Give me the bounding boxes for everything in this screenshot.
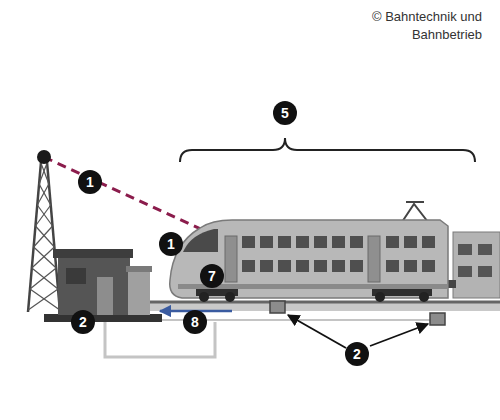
balise	[430, 313, 445, 325]
train-window	[314, 260, 327, 272]
building-roof	[53, 249, 133, 258]
tower-brace	[35, 226, 54, 247]
bogies	[196, 289, 432, 302]
tower-brace	[32, 268, 58, 289]
callout-number: 1	[78, 170, 102, 194]
callout-number: 5	[273, 101, 297, 125]
wheel	[225, 292, 235, 302]
train-window	[278, 260, 291, 272]
callout-number: 1	[159, 232, 183, 256]
train-window	[260, 236, 273, 248]
pantograph	[402, 202, 428, 222]
callout-number: 8	[183, 310, 207, 334]
train-window	[242, 236, 255, 248]
callout-number: 2	[345, 342, 369, 366]
train-window	[278, 236, 291, 248]
wheel	[419, 292, 429, 302]
tower-brace	[41, 163, 49, 184]
wheel	[375, 292, 385, 302]
tower-brace	[34, 247, 57, 268]
train-window	[296, 260, 309, 272]
train-window	[332, 236, 345, 248]
train-window	[350, 260, 363, 272]
second-car	[453, 232, 500, 298]
annex-roof	[126, 266, 152, 272]
callout-number: 2	[71, 310, 95, 334]
copyright-watermark: © Bahntechnik und Bahnbetrieb	[350, 8, 482, 44]
building-base	[44, 314, 162, 322]
train-window	[422, 236, 435, 248]
car-window	[478, 266, 492, 277]
leader-arrow	[288, 315, 346, 348]
train-window	[404, 236, 417, 248]
track-bed	[150, 303, 500, 311]
tower-brace	[37, 205, 52, 226]
car-window	[458, 244, 472, 255]
building-door	[97, 277, 113, 315]
tower-brace	[35, 205, 50, 226]
tower-brace	[30, 289, 60, 310]
train-windows	[242, 236, 435, 272]
tower-brace	[30, 268, 56, 289]
train-window	[260, 260, 273, 272]
leader-arrow	[370, 324, 428, 346]
building-annex	[128, 270, 150, 315]
antenna	[37, 150, 51, 164]
train-window	[350, 236, 363, 248]
interlocking-building	[58, 255, 130, 315]
tower-brace	[28, 289, 58, 310]
train-body	[170, 220, 448, 298]
wheel	[199, 292, 209, 302]
train-window	[386, 260, 399, 272]
balise	[270, 301, 285, 313]
car-window	[478, 244, 492, 255]
train-window	[404, 260, 417, 272]
radio-tower	[28, 162, 60, 312]
callout-number: 7	[200, 264, 224, 288]
car-window	[458, 266, 472, 277]
train-door	[368, 236, 380, 282]
tower-brace	[32, 247, 55, 268]
train-door	[225, 236, 237, 282]
tower-brace	[37, 184, 49, 205]
train-window	[296, 236, 309, 248]
tower-brace	[34, 226, 53, 247]
train-window	[422, 260, 435, 272]
tower-brace	[39, 163, 47, 184]
train-window	[314, 236, 327, 248]
train-window	[332, 260, 345, 272]
tower-brace	[39, 184, 51, 205]
windshield	[183, 229, 218, 252]
train-window	[242, 260, 255, 272]
train-window	[386, 236, 399, 248]
building-window	[66, 268, 86, 284]
train-length-bracket	[180, 138, 475, 162]
